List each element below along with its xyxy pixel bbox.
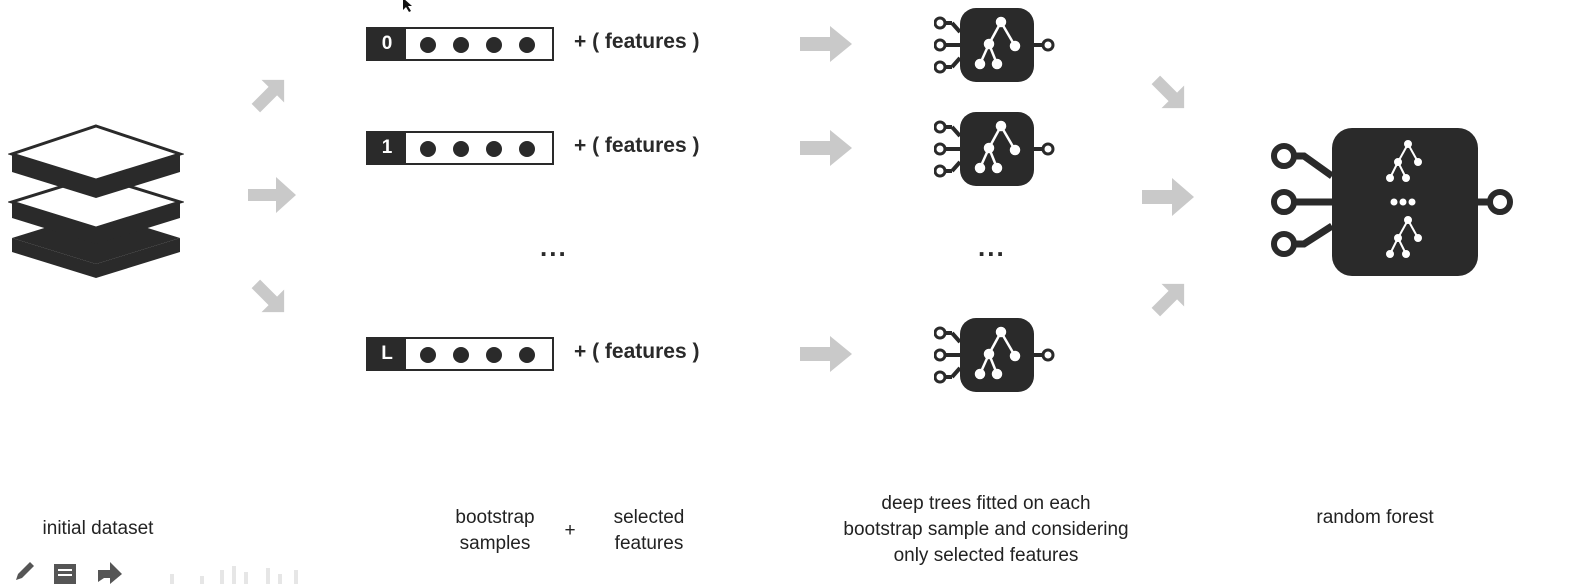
- sample-dot: [486, 37, 502, 53]
- caption-line: deep trees fitted on each: [881, 493, 1091, 514]
- sample-dot: [453, 347, 469, 363]
- trees-ellipsis: ...: [978, 232, 1006, 262]
- video-toolbar: [0, 560, 320, 584]
- sample-dot: [453, 141, 469, 157]
- sample-dot: [519, 37, 535, 53]
- tree-model-icon: [934, 112, 1055, 186]
- arrow-icon: [1151, 283, 1185, 317]
- caption-line: only selected features: [893, 545, 1079, 566]
- arrow-icon: [1151, 75, 1185, 109]
- sample-index-label: L: [368, 339, 406, 369]
- caption-line: bootstrap: [455, 507, 535, 528]
- sample-dot: [519, 141, 535, 157]
- caption-line: features: [614, 533, 684, 554]
- caption-line: samples: [459, 533, 531, 554]
- features-label: + ( features ): [574, 134, 700, 157]
- caption-bootstrap-samples: bootstrap samples: [440, 505, 550, 557]
- pencil-icon[interactable]: [12, 560, 36, 584]
- arrow-icon: [800, 130, 852, 166]
- arrow-icon: [1142, 178, 1194, 216]
- sample-box: 1: [366, 131, 554, 165]
- waveform-icon: [170, 566, 298, 584]
- caption-plus: +: [564, 520, 576, 541]
- sample-dot: [519, 347, 535, 363]
- arrow-icon: [800, 26, 852, 62]
- tree-model-icon: [934, 318, 1055, 392]
- bootstrap-sample-row: L + ( features ): [366, 337, 766, 373]
- caption-initial-dataset: initial dataset: [42, 518, 154, 539]
- arrow-icon: [800, 336, 852, 372]
- arrow-icon: [251, 279, 285, 313]
- features-label: + ( features ): [574, 30, 700, 53]
- arrow-icon: [251, 79, 285, 113]
- samples-ellipsis: ...: [540, 232, 568, 262]
- sample-index-label: 0: [368, 29, 406, 59]
- sample-box: L: [366, 337, 554, 371]
- bootstrap-sample-row: 1 + ( features ): [366, 131, 766, 167]
- arrow-icon: [248, 177, 296, 213]
- sample-dot: [420, 37, 436, 53]
- tree-model-icon: [934, 8, 1055, 82]
- sample-index-label: 1: [368, 133, 406, 163]
- caption-line: bootstrap sample and considering: [843, 519, 1129, 540]
- sample-dot: [420, 141, 436, 157]
- cropped-title-text: [0, 0, 1595, 6]
- caption-line: selected: [613, 507, 685, 528]
- sample-dot: [453, 37, 469, 53]
- dataset-stack-icon: [8, 124, 184, 278]
- sample-dot: [420, 347, 436, 363]
- sample-dot: [486, 141, 502, 157]
- note-icon[interactable]: [52, 560, 78, 584]
- share-icon[interactable]: [96, 560, 124, 584]
- random-forest-icon: [1271, 128, 1513, 276]
- caption-random-forest: random forest: [1316, 507, 1434, 528]
- caption-selected-features: selected features: [594, 505, 704, 557]
- caption-deep-trees: deep trees fitted on each bootstrap samp…: [806, 491, 1166, 569]
- bootstrap-sample-row: 0 + ( features ): [366, 27, 766, 63]
- mouse-cursor-icon: [403, 0, 412, 12]
- sample-dot: [486, 347, 502, 363]
- sample-box: 0: [366, 27, 554, 61]
- features-label: + ( features ): [574, 340, 700, 363]
